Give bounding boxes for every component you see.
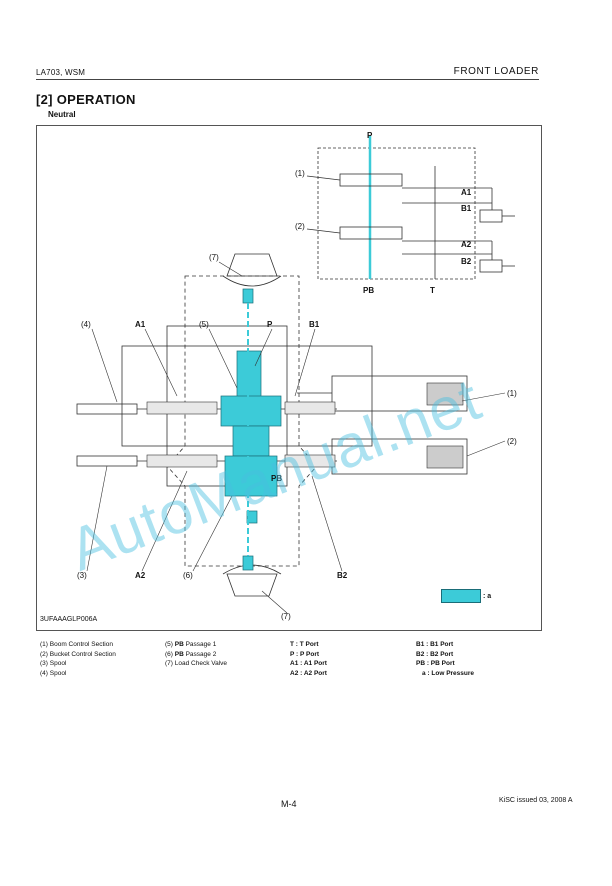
low-pressure-swatch xyxy=(441,589,481,603)
valve-diagram-figure: P PB T A1 B1 A2 B2 (1) (2) (7) (4) A1 (5… xyxy=(36,125,542,631)
low-pressure-passage xyxy=(220,288,282,571)
label-a1: A1 xyxy=(135,320,146,329)
label-n6: (6) xyxy=(183,571,193,580)
caption-item: (3) Spool xyxy=(40,660,67,667)
caption-item: T : T Port xyxy=(290,641,319,648)
caption-col-1: (1) Boom Control Section (2) Bucket Cont… xyxy=(40,640,116,678)
caption-item: a : Low Pressure xyxy=(422,669,475,677)
caption-col-4: B1 : B1 Port B2 : B2 Port PB : PB Port a… xyxy=(416,640,474,678)
caption-item: PB : PB Port xyxy=(416,660,455,667)
caption-item: (1) Boom Control Section xyxy=(40,641,113,648)
hydraulic-symbol xyxy=(306,136,515,280)
caption-item: (6) PB Passage 2 xyxy=(165,650,217,658)
label-a1-sym: A1 xyxy=(461,188,472,197)
label-pb: PB xyxy=(271,474,282,483)
leader-lines xyxy=(86,261,506,614)
label-n2-sym: (2) xyxy=(295,222,305,231)
label-t: T xyxy=(430,286,435,295)
caption-item: A1 : A1 Port xyxy=(290,660,327,667)
subtitle: Neutral xyxy=(48,110,76,119)
caption-item: (5) PB Passage 1 xyxy=(165,641,217,648)
caption-col-3: T : T Port P : P Port A1 : A1 Port A2 : … xyxy=(290,640,327,678)
label-pb-top: PB xyxy=(363,286,374,295)
label-n1: (1) xyxy=(507,389,517,398)
page-number: M-4 xyxy=(281,799,297,809)
label-b1-sym: B1 xyxy=(461,204,472,213)
caption-item: B1 : B1 Port xyxy=(416,641,454,648)
header-section: FRONT LOADER xyxy=(453,66,539,77)
header-rule xyxy=(36,79,539,80)
caption-item: (4) Spool xyxy=(40,669,67,677)
label-p: P xyxy=(267,320,273,329)
label-b1: B1 xyxy=(309,320,320,329)
caption-col-2: (5) PB Passage 1 (6) PB Passage 2 (7) Lo… xyxy=(165,640,227,669)
label-b2-sym: B2 xyxy=(461,257,472,266)
label-n3: (3) xyxy=(77,571,87,580)
label-n2: (2) xyxy=(507,437,517,446)
legend-low-pressure: : a xyxy=(441,589,491,603)
header-model: LA703, WSM xyxy=(36,68,86,77)
figure-code: 3UFAAAGLP006A xyxy=(40,616,98,623)
diagram-labels: P PB T A1 B1 A2 B2 (1) (2) (7) (4) A1 (5… xyxy=(77,131,517,621)
label-n1-sym: (1) xyxy=(295,169,305,178)
valve-diagram: P PB T A1 B1 A2 B2 (1) (2) (7) (4) A1 (5… xyxy=(76,131,517,621)
caption-item: (2) Bucket Control Section xyxy=(40,650,116,658)
label-p-top: P xyxy=(367,131,373,140)
spools xyxy=(146,382,464,469)
label-n7-bottom: (7) xyxy=(281,612,291,621)
issue-note: KiSC issued 03, 2008 A xyxy=(499,797,573,804)
caption-item: P : P Port xyxy=(290,650,320,658)
legend-label: : a xyxy=(483,592,492,600)
label-n4: (4) xyxy=(81,320,91,329)
label-b2: B2 xyxy=(337,571,348,580)
caption-item: B2 : B2 Port xyxy=(416,650,454,658)
caption-item: (7) Load Check Valve xyxy=(165,660,228,667)
caption-item: A2 : A2 Port xyxy=(290,669,327,677)
section-title: [2] OPERATION xyxy=(36,92,136,107)
label-n7-top: (7) xyxy=(209,253,219,262)
label-a2-sym: A2 xyxy=(461,240,472,249)
label-n5: (5) xyxy=(199,320,209,329)
label-a2: A2 xyxy=(135,571,146,580)
